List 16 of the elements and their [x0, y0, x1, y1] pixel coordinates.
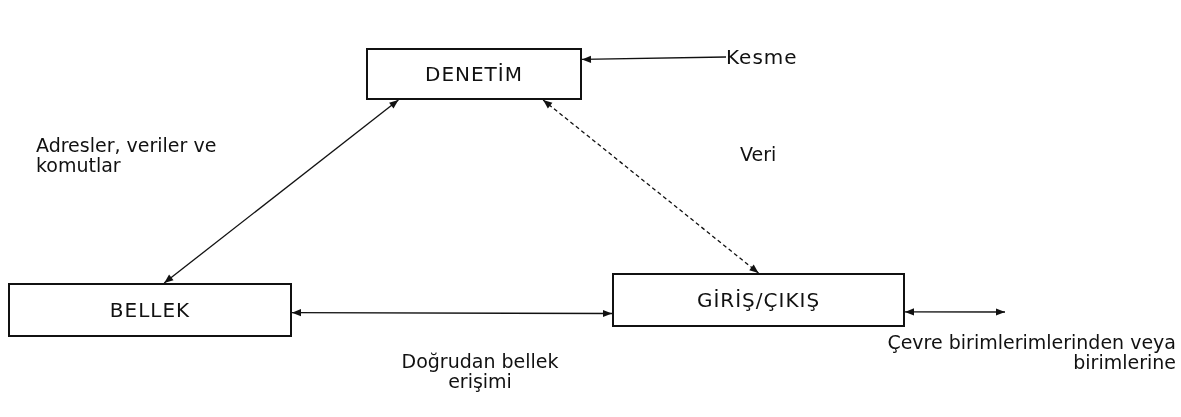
- box-label: BELLEK: [109, 298, 191, 322]
- edge-label: Veri: [740, 145, 778, 165]
- box-label: DENETİM: [425, 62, 523, 86]
- arrow: [542, 99, 760, 274]
- process-box: [366, 48, 582, 100]
- arrow: [581, 55, 727, 63]
- arrow: [904, 308, 1006, 316]
- process-box: [612, 273, 905, 327]
- process-box: [8, 283, 292, 337]
- arrow: [291, 309, 613, 318]
- node-label: Kesme: [726, 42, 806, 72]
- edge-label: Doğrudan bellek erişimi: [400, 352, 560, 392]
- edge-label: Adresler, veriler ve komutlar: [36, 136, 218, 176]
- arrow: [163, 99, 400, 284]
- edge-label: Çevre birimlerimlerinden veya birimlerine: [886, 333, 1176, 373]
- box-label: GİRİŞ/ÇIKIŞ: [696, 288, 821, 312]
